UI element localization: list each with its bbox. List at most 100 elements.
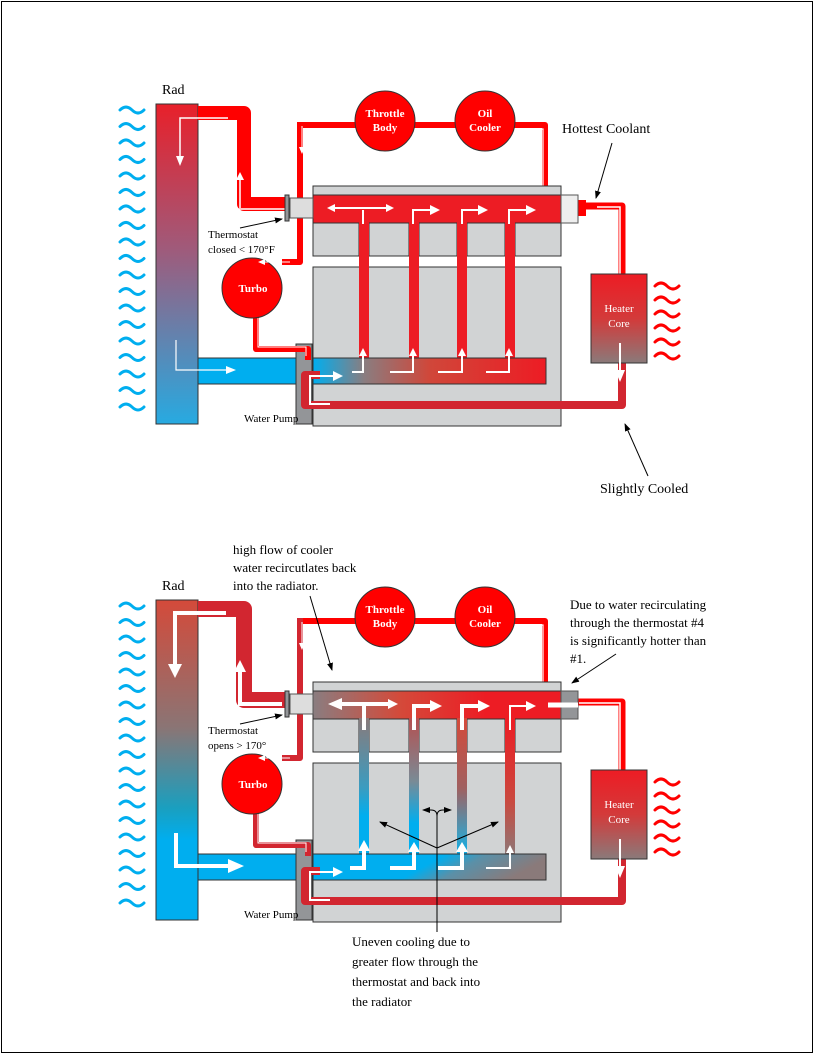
hotter-note: is significantly hotter than: [570, 633, 707, 648]
throttle-body: [354, 586, 416, 648]
wave-icon: [653, 777, 681, 787]
wave-icon: [118, 369, 146, 379]
recirculation-note: water recircutlates back: [233, 560, 357, 575]
hotter-note: Due to water recirculating: [570, 597, 707, 612]
wave-icon: [118, 237, 146, 247]
radiator-airflow-waves: [118, 601, 146, 908]
radiator-label: Rad: [162, 83, 185, 98]
wave-icon: [118, 717, 146, 726]
thermostat: [289, 197, 314, 219]
wave-icon: [118, 320, 146, 329]
oil-cooler-label: Cooler: [469, 122, 501, 134]
thermostat-label: Thermostat: [208, 229, 258, 241]
wave-icon: [118, 171, 146, 181]
recirculation-note: high flow of cooler: [233, 542, 334, 557]
throttle-body-label: Body: [373, 618, 398, 630]
wave-icon: [118, 303, 146, 313]
lower-water-jacket: [312, 357, 547, 385]
wave-icon: [118, 601, 146, 611]
wave-icon: [118, 750, 146, 759]
wave-icon: [118, 402, 146, 412]
radiator-return-hose: [198, 601, 288, 708]
wave-icon: [653, 337, 681, 347]
wave-icon: [118, 733, 146, 743]
heater-core-label: Heater: [604, 799, 634, 811]
lower-radiator-hose: [197, 357, 297, 385]
water-pump-label: Water Pump: [244, 413, 299, 425]
wave-icon: [118, 849, 146, 858]
wave-icon: [118, 188, 146, 197]
oil-cooler-label: Oil: [478, 604, 493, 616]
wave-icon: [118, 882, 146, 891]
wave-icon: [118, 816, 146, 825]
wave-icon: [118, 287, 146, 296]
wave-icon: [118, 254, 146, 263]
wave-icon: [653, 847, 681, 857]
radiator: [155, 103, 199, 425]
heater-waves: [653, 777, 681, 857]
wave-icon: [118, 865, 146, 875]
radiator-return-hose: [198, 106, 288, 211]
wave-icon: [118, 155, 146, 164]
wave-icon: [118, 105, 146, 115]
uneven-cooling-pointers: [379, 807, 499, 932]
heater-waves: [653, 281, 681, 361]
flow-arrow: [179, 117, 228, 160]
throttle-body-label: Body: [373, 122, 398, 134]
hotter-note: through the thermostat #4: [570, 615, 704, 630]
thermostat-label: Thermostat: [208, 725, 258, 737]
hottest-coolant-label: Hottest Coolant: [562, 122, 650, 137]
wave-icon: [653, 309, 681, 319]
slightly-cooled-label: Slightly Cooled: [600, 482, 688, 497]
radiator-label: Rad: [162, 579, 185, 594]
turbo-label: Turbo: [239, 283, 268, 295]
throttle-body-label: Throttle: [366, 108, 405, 120]
heater-core-label: Core: [608, 318, 630, 330]
thermostat-label: opens > 170°: [208, 740, 266, 752]
turbo-label: Turbo: [239, 779, 268, 791]
wave-icon: [118, 684, 146, 693]
oil-cooler: [454, 586, 516, 648]
thermostat-label: closed < 170°F: [208, 244, 275, 256]
wave-icon: [118, 898, 146, 908]
wave-icon: [653, 281, 681, 291]
wave-icon: [653, 833, 681, 843]
throttle-body-label: Throttle: [366, 604, 405, 616]
outlet-housing: [560, 194, 579, 224]
wave-icon: [118, 122, 146, 131]
wave-icon: [118, 651, 146, 660]
wave-icon: [118, 336, 146, 346]
diagram-thermostat-closed: Rad: [118, 83, 688, 497]
wave-icon: [118, 386, 146, 395]
wave-icon: [118, 799, 146, 809]
diagram-thermostat-open: Rad Water Pump: [118, 542, 707, 1009]
wave-icon: [118, 700, 146, 710]
oil-cooler: [454, 90, 516, 152]
wave-icon: [118, 766, 146, 776]
wave-icon: [653, 791, 681, 801]
wave-icon: [118, 221, 146, 230]
wave-icon: [653, 295, 681, 305]
engine-block: [312, 266, 562, 427]
wave-icon: [118, 618, 146, 627]
uneven-cooling-note: thermostat and back into: [352, 974, 480, 989]
uneven-cooling-note: greater flow through the: [352, 954, 478, 969]
hotter-note: #1.: [570, 651, 586, 666]
wave-icon: [118, 783, 146, 792]
turbo: [221, 257, 283, 319]
lower-water-jacket: [312, 853, 547, 881]
wave-icon: [653, 323, 681, 333]
radiator-airflow-waves: [118, 105, 146, 412]
heater-core-label: Core: [608, 814, 630, 826]
wave-icon: [118, 667, 146, 677]
heater-core-label: Heater: [604, 303, 634, 315]
wave-icon: [118, 270, 146, 280]
wave-icon: [118, 634, 146, 644]
wave-icon: [118, 832, 146, 842]
water-pump-label: Water Pump: [244, 909, 299, 921]
uneven-cooling-note: Uneven cooling due to: [352, 934, 470, 949]
oil-cooler-label: Oil: [478, 108, 493, 120]
turbo: [221, 753, 283, 815]
recirculation-note: into the radiator.: [233, 578, 319, 593]
